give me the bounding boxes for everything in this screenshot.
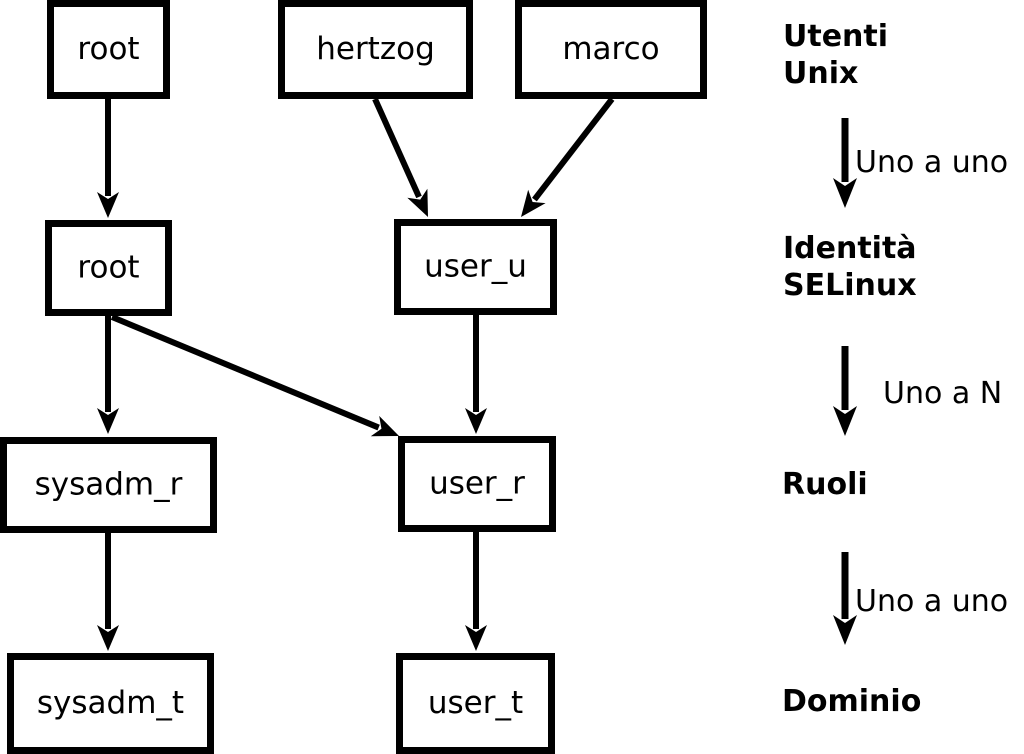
legend-heading-line: Identità [783,231,917,266]
node-dom_sysadm[interactable]: sysadm_t [7,653,214,754]
node-dom_user[interactable]: user_t [396,653,555,754]
legend-arrow-caption: Uno a uno [855,584,1008,619]
node-sel_root[interactable]: root [45,220,172,316]
edge-unix_root-to-sel_root [97,99,119,218]
node-box[interactable] [394,219,557,315]
node-unix_hertzog[interactable]: hertzog [278,0,473,99]
node-label: root [77,250,139,286]
edge-unix_marco-to-sel_user_u [521,97,615,217]
nodes-layer: root hertzog marco root user_u sysadm_r user_r… [0,0,707,754]
edges-layer [97,97,615,651]
legend-arrow-2: Uno a N [833,346,1002,436]
node-label: user_u [424,249,527,285]
arrowhead-icon [97,625,119,651]
arrowhead-icon [465,625,487,651]
edge-sel_root-to-role_sysadm [97,316,119,434]
edge-shaft [372,97,422,199]
arrowhead-icon [97,192,119,218]
edge-unix_hertzog-to-sel_user_u [372,97,428,217]
arrowhead-icon [833,406,857,436]
node-label: marco [562,31,659,67]
legend-heading-line: Ruoli [782,467,868,502]
node-sel_user_u[interactable]: user_u [394,219,557,315]
edge-sel_root-to-role_user [110,314,399,437]
edge-role_sysadm-to-dom_sysadm [97,533,119,651]
edge-shaft [110,314,380,431]
legend-heading-line: Utenti [783,19,888,54]
node-label: user_r [429,466,525,502]
arrowhead-icon [833,615,857,645]
legend-arrow-3: Uno a uno [833,552,1008,645]
node-unix_marco[interactable]: marco [515,0,707,99]
legend-heading-line: Unix [783,56,858,91]
legend-heading-line: Dominio [782,684,921,719]
legend-arrow-caption: Uno a N [883,376,1002,411]
node-box[interactable] [0,437,217,533]
legend-arrow-1: Uno a uno [833,118,1008,208]
step-dominio: Dominio [782,684,921,719]
node-label: hertzog [316,31,435,67]
node-box[interactable] [45,220,172,316]
node-label: sysadm_r [35,467,183,503]
arrowhead-icon [521,189,546,217]
legend-arrow-caption: Uno a uno [855,145,1008,180]
node-box[interactable] [396,653,555,754]
arrowhead-icon [97,408,119,434]
node-unix_root[interactable]: root [47,0,170,99]
node-role_sysadm[interactable]: sysadm_r [0,437,217,533]
node-label: root [77,31,139,67]
node-box[interactable] [7,653,214,754]
arrowhead-icon [833,178,857,208]
arrowhead-icon [407,188,428,217]
step-ruoli: Ruoli [782,467,868,502]
arrowhead-icon [370,415,399,437]
node-label: user_t [428,685,523,721]
node-box[interactable] [47,0,170,99]
edge-role_user-to-dom_user [465,532,487,651]
edge-shaft [532,97,615,202]
node-box[interactable] [515,0,707,99]
node-box[interactable] [398,436,556,532]
node-role_user[interactable]: user_r [398,436,556,532]
edge-sel_user_u-to-role_user [465,315,487,434]
node-box[interactable] [278,0,473,99]
legend-heading-line: SELinux [783,268,917,303]
node-label: sysadm_t [37,685,184,721]
arrowhead-icon [465,408,487,434]
